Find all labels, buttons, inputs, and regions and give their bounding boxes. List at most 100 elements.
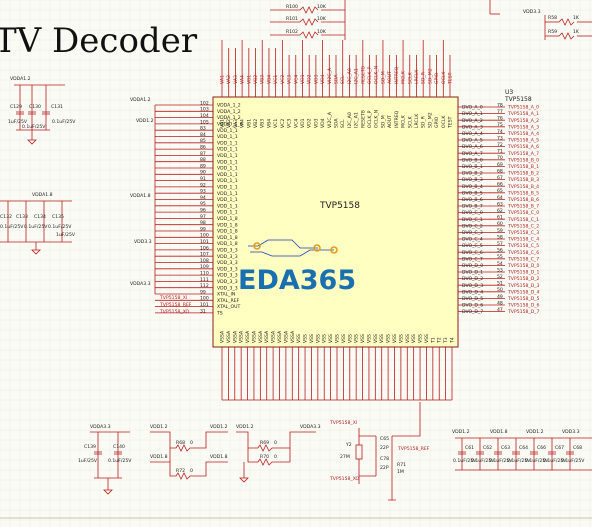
left-pin-number: 92 [200, 182, 206, 188]
rail-vdd12-c: VDD1.2 [210, 424, 228, 430]
left-pin-number: 106 [200, 245, 209, 251]
bottom-pin-label: VSSA [220, 330, 226, 343]
top-pin-label: VC1 [273, 119, 279, 128]
bottom-pin-label: VSS [315, 334, 321, 343]
cap-ref-c139: C139 [84, 444, 96, 450]
res-val-r70: 0 [274, 454, 277, 460]
bottom-pin-label: T4 [450, 337, 456, 344]
bottom-pin-label: VSS [398, 334, 404, 343]
right-pin-label: DVO_D_2 [462, 276, 483, 282]
top-pin-label: VD2 [307, 118, 313, 128]
right-pin-label: DVO_B_5 [462, 190, 483, 196]
bottom-pin-label: VSS [303, 334, 309, 343]
left-pin-label: XTAL_IN [217, 292, 235, 298]
rail-vdd12-d: VDD1.2 [236, 424, 254, 430]
top-net-label: VB3 [260, 75, 266, 84]
left-pin-label: VDD_1_8 [217, 222, 238, 228]
right-net-label: TVP5158_A_3 [507, 124, 539, 130]
rail-vdd12: VDD1.2 [136, 118, 154, 124]
right-pin-label: DVO_B_2 [462, 171, 483, 177]
top-net-label: SCLK [407, 71, 413, 84]
left-pin-number: 108 [200, 258, 209, 264]
left-pin-label: VDD_3_3 [217, 285, 238, 291]
left-pin-number: 95 [200, 201, 206, 207]
bottom-pin-label: VSS [386, 334, 392, 343]
left-pin-number: 110 [200, 271, 209, 277]
left-pin-label: TS [216, 311, 223, 317]
res-val-r101: 10K [317, 16, 327, 22]
left-pin-number: 101 [200, 302, 209, 308]
top-net-label: MCLK [401, 70, 407, 84]
right-net-label: TVP5158_D_7 [507, 309, 540, 315]
rail-vdd33: VDD3.3 [134, 239, 152, 245]
top-pin-label: VC4 [293, 119, 299, 128]
right-net-label: TVP5158_D_3 [507, 283, 540, 289]
cap-val-c132: 0.1uF/25V [0, 224, 24, 230]
left-pin-number: 100 [200, 233, 209, 239]
bottom-pin-label: T3 [443, 337, 449, 344]
res-ref-r102: R102 [286, 29, 298, 35]
right-net-label: TVP5158_C_6 [507, 250, 539, 256]
right-net-label: TVP5158_D_5 [507, 296, 540, 302]
right-net-label: TVP5158_B_0 [507, 157, 539, 163]
cap-ref-c130: C130 [29, 104, 41, 110]
left-pin-label: VDD_1_1 [217, 185, 238, 191]
left-pin-label: XTAL_REF [217, 298, 240, 304]
right-pin-label: DVO_A_4 [462, 131, 483, 137]
left-pin-number: 105 [200, 119, 209, 125]
right-net-label: TVP5158_C_0 [507, 210, 539, 216]
crystal-circuit: TVP5158_XI TVP5158_REF TVP5158_XO Y2 27M… [329, 402, 430, 501]
left-pin-number: 104 [200, 113, 209, 119]
right-pin-number: 66 [497, 182, 503, 188]
net-xi: TVP5158_XI [159, 295, 187, 301]
left-pin-label: VDD_1_1 [217, 203, 238, 209]
bottom-pin-label: VSS [328, 334, 334, 343]
top-net-label: VD2 [307, 74, 313, 84]
top-pin-group: VA1VA1VA2VA2VA3VA3VA4VA4VB1VB1VB2VB2VB3V… [220, 40, 454, 129]
bottom-pin-label: VSSA [283, 330, 289, 343]
right-pin-label: DVO_A_6 [462, 144, 483, 150]
bottom-pin-label: VSS [354, 334, 360, 343]
left-pin-label: VDD_1_1 [217, 178, 238, 184]
top-net-label: VC1 [273, 75, 279, 84]
left-pin-number: 89 [200, 163, 206, 169]
top-pin-label: INTREQ [394, 110, 400, 128]
bottom-pin-label: VSS [360, 334, 366, 343]
right-net-label: TVP5158_D_2 [507, 276, 540, 282]
br-cap-val: 0.1uF/25V [489, 458, 513, 464]
rail-vdd33-tr: VDD3.3 [523, 9, 541, 15]
left-pin-label: VDD_3_3 [217, 266, 238, 272]
right-pin-label: DVO_A_2 [462, 118, 483, 124]
top-pin-label: SCLK [407, 115, 413, 128]
left-pin-number: 109 [200, 264, 209, 270]
cap-group-vdda12: VDDA1.2 C129 C130 C131 1uF/25V 0.1uF/25V… [8, 76, 76, 145]
rail-vdda12: VDDA1.2 [130, 97, 151, 103]
left-pin-label: VDD_1_1 [217, 210, 238, 216]
cap-ref-c135: C135 [52, 214, 64, 220]
res-ref-r100: R100 [286, 4, 298, 10]
bottom-pin-label: VSSA [251, 330, 257, 343]
top-net-label: OCLK_P [367, 66, 373, 84]
top-pin-label: SDA [334, 118, 340, 128]
br-cap-ref: C63 [501, 445, 510, 451]
bottom-pin-label: VSS [335, 334, 341, 343]
right-net-label: TVP5158_D_6 [507, 303, 540, 309]
left-pin-number: 100 [200, 296, 209, 302]
cap-val-c131: 0.1uF/25V [52, 119, 76, 125]
left-pin-label: VDD_1_1 [217, 166, 238, 172]
top-pin-label: VB4 [266, 119, 272, 128]
top-net-label: SD_M [380, 71, 386, 84]
top-net-label: TEST [448, 72, 454, 85]
right-net-label: TVP5158_A_1 [507, 111, 539, 117]
bottom-pin-label: VSSA [245, 330, 251, 343]
net-xo: TVP5158_XO [159, 309, 190, 315]
bottom-cap-group: VDDA3.3 C139 C140 1uF/25V 0.1uF/25V [78, 424, 132, 495]
top-pin-label: VC2 [280, 119, 286, 128]
right-pin-label: DVO_D_1 [462, 270, 483, 276]
bottom-pin-label: VSS [411, 334, 417, 343]
top-net-label: I2C_A0 [347, 68, 353, 84]
top-net-label: VC3 [287, 75, 293, 84]
right-net-label: TVP5158_B_7 [507, 204, 539, 210]
cap-val-c140: 0.1uF/25V [108, 458, 132, 464]
